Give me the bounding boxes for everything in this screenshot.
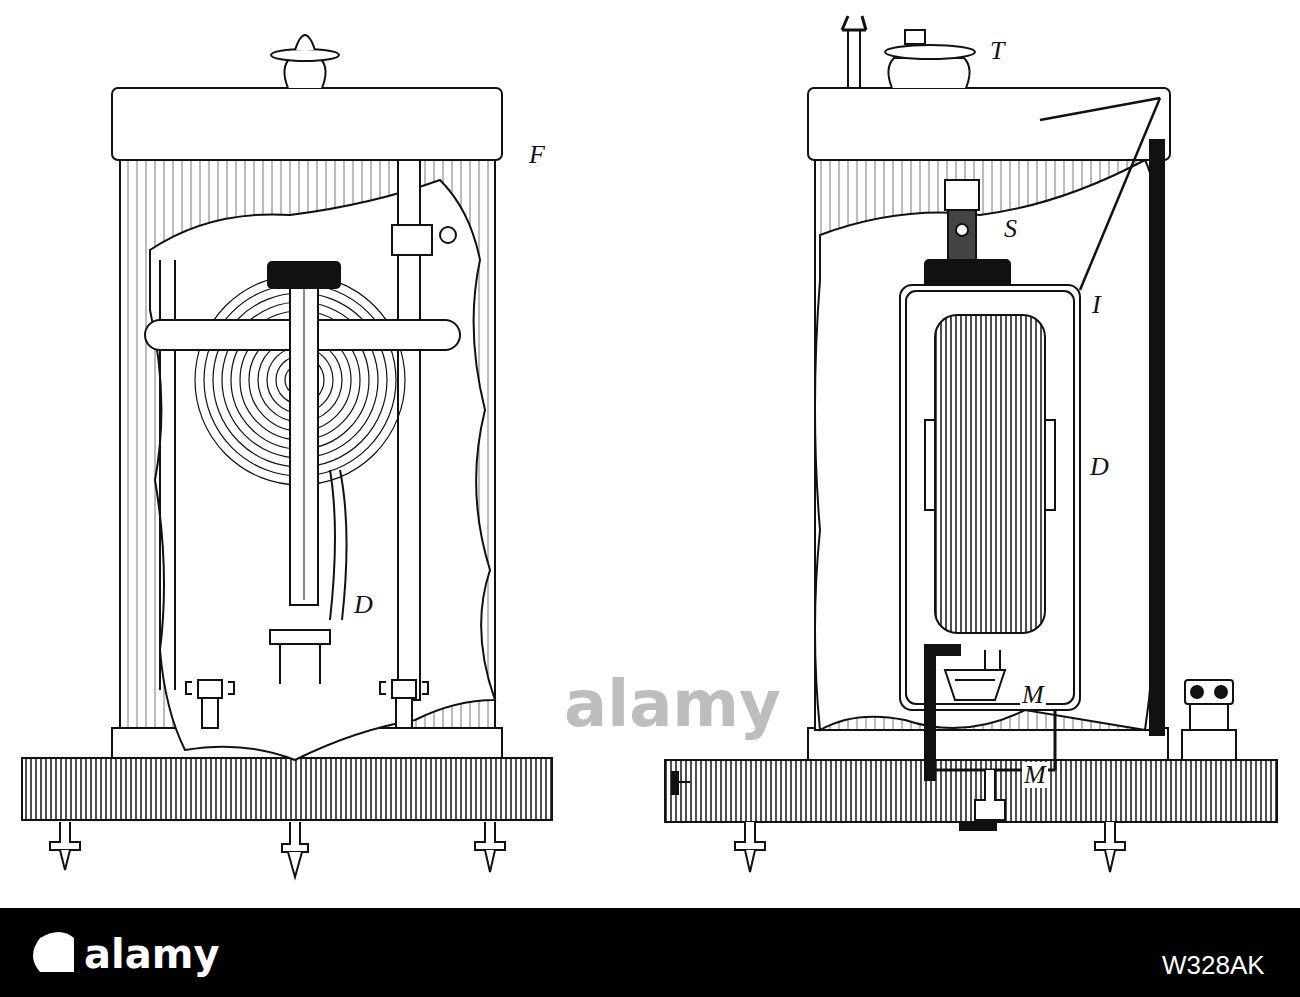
part-letter: I (1090, 292, 1103, 318)
part-letter: D (1088, 454, 1111, 480)
part-letter: F (527, 142, 547, 168)
part-letter: M (1022, 762, 1048, 788)
part-letter: M (1020, 682, 1046, 708)
watermark: alamy (560, 672, 785, 736)
part-letter: T (988, 38, 1006, 64)
part-letter: D (352, 592, 375, 618)
image-id: W328AK (1162, 952, 1265, 978)
brand-logo: alamy (84, 934, 219, 974)
part-letter: S (1002, 216, 1019, 242)
